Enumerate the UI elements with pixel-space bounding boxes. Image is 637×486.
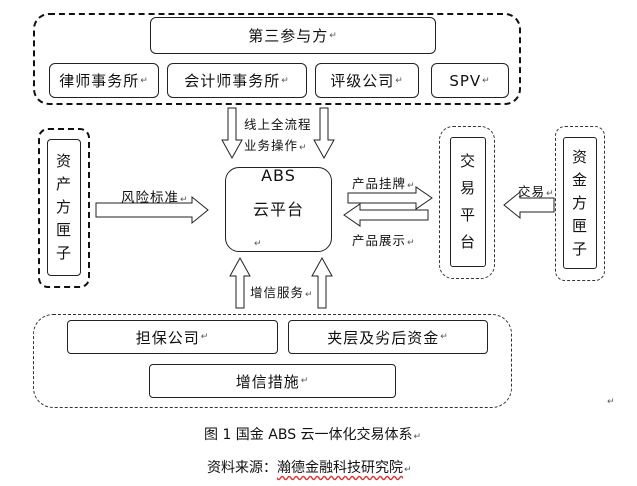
paragraph-mark: ↵ xyxy=(200,332,210,342)
guarantee-company-label: 担保公司 xyxy=(135,328,200,347)
paragraph-mark: ↵ xyxy=(482,75,491,86)
figure-caption-text: 图 1 国金 ABS 云一体化交易体系 xyxy=(204,427,413,443)
right-arrow-risk xyxy=(95,195,209,225)
rating-agency-box: 评级公司↵ xyxy=(315,63,419,98)
mezzanine-funds-box: 夹层及劣后资金↵ xyxy=(288,320,488,354)
online-process-line1: 线上全流程 xyxy=(244,117,312,132)
fund-side-char: 资 xyxy=(571,147,588,166)
credit-service-label: 增信服务↵ xyxy=(250,282,314,301)
asset-side-char: 资 xyxy=(55,152,72,170)
asset-side-char: 子 xyxy=(55,244,72,262)
accounting-firm-label: 会计师事务所 xyxy=(184,72,281,90)
fund-side-char: 金 xyxy=(571,170,588,189)
trading-platform-char: 台 xyxy=(459,233,476,251)
abs-cloud-platform: ABS 云平台 ↵ xyxy=(225,166,332,252)
fund-side-char: 子 xyxy=(571,239,588,258)
paragraph-mark: ↵ xyxy=(281,75,290,86)
paragraph-mark: ↵ xyxy=(299,143,308,153)
down-arrow-left xyxy=(221,107,243,160)
online-process-label: 线上全流程 业务操作↵ xyxy=(244,114,312,159)
paragraph-mark: ↵ xyxy=(407,238,416,248)
paragraph-mark: ↵ xyxy=(253,238,263,249)
fund-side-char: 方 xyxy=(571,193,588,212)
product-listing-label: 产品挂牌↵ xyxy=(352,173,416,192)
asset-side-char: 匣 xyxy=(55,221,72,239)
paragraph-mark: ↵ xyxy=(140,75,149,86)
trading-platform-box: 交 易 平 台 xyxy=(450,137,486,267)
online-process-line2: 业务操作 xyxy=(244,138,299,153)
credit-service-text: 增信服务 xyxy=(250,285,305,300)
fund-side-box: 资 金 方 匣 子 xyxy=(563,137,597,269)
paragraph-mark: ↵ xyxy=(407,181,416,191)
up-arrow-left xyxy=(229,256,251,309)
spv-label: SPV xyxy=(449,71,482,90)
source-name: 瀚德金融科技研究院 xyxy=(277,460,403,476)
guarantee-company-box: 担保公司↵ xyxy=(67,320,278,354)
third-party-label: 第三参与方 xyxy=(248,27,329,45)
risk-standard-label: 风险标准↵ xyxy=(121,186,189,206)
mezzanine-funds-label: 夹层及劣后资金 xyxy=(327,328,440,347)
law-firm-box: 律师事务所↵ xyxy=(49,63,159,98)
paragraph-mark: ↵ xyxy=(413,432,422,442)
credit-measures-box: 增信措施↵ xyxy=(149,364,396,398)
fund-side-group xyxy=(555,126,605,281)
trade-text: 交易 xyxy=(518,184,546,199)
fund-side-char: 匣 xyxy=(571,216,588,235)
left-arrow-display xyxy=(343,203,429,227)
rating-agency-label: 评级公司 xyxy=(330,72,395,90)
product-display-label: 产品展示↵ xyxy=(352,230,416,249)
credit-enhancement-group xyxy=(33,314,512,408)
trading-platform-char: 交 xyxy=(459,152,476,170)
paragraph-mark: ↵ xyxy=(329,30,338,41)
asset-side-char: 方 xyxy=(55,198,72,216)
paragraph-mark: ↵ xyxy=(404,465,412,475)
product-listing-text: 产品挂牌 xyxy=(352,176,407,191)
accounting-firm-box: 会计师事务所↵ xyxy=(167,63,307,98)
abs-label: ABS xyxy=(261,165,296,185)
source-prefix: 资料来源： xyxy=(207,460,277,476)
paragraph-mark: ↵ xyxy=(546,189,555,199)
paragraph-mark: ↵ xyxy=(180,195,189,205)
asset-side-box: 资 产 方 匣 子 xyxy=(47,139,81,276)
trading-platform-char: 易 xyxy=(459,179,476,197)
paragraph-mark: ↵ xyxy=(300,376,310,386)
law-firm-label: 律师事务所 xyxy=(59,72,140,90)
down-arrow-right xyxy=(313,107,335,160)
trading-platform-group xyxy=(439,126,495,279)
paragraph-mark: ↵ xyxy=(395,75,404,86)
source-line: 资料来源：瀚德金融科技研究院↵ xyxy=(207,457,412,477)
third-party-group xyxy=(33,13,521,105)
right-arrow-listing xyxy=(347,186,433,210)
credit-measures-label: 增信措施 xyxy=(235,372,300,391)
paragraph-mark-standalone: ↵ xyxy=(607,397,615,407)
product-display-text: 产品展示 xyxy=(352,233,407,248)
trade-label: 交易↵ xyxy=(518,181,555,200)
third-party-title: 第三参与方↵ xyxy=(150,17,436,54)
paragraph-mark: ↵ xyxy=(440,332,449,342)
asset-side-char: 产 xyxy=(55,175,72,193)
trading-platform-char: 平 xyxy=(459,206,476,224)
figure-caption: 图 1 国金 ABS 云一体化交易体系↵ xyxy=(204,424,421,444)
cloud-platform-label: 云平台 xyxy=(252,199,304,219)
spv-box: SPV↵ xyxy=(431,63,509,98)
left-arrow-trade xyxy=(503,190,555,220)
up-arrow-right xyxy=(311,256,333,309)
asset-side-group xyxy=(38,128,90,288)
paragraph-mark: ↵ xyxy=(305,290,314,300)
risk-standard-text: 风险标准 xyxy=(121,190,179,206)
